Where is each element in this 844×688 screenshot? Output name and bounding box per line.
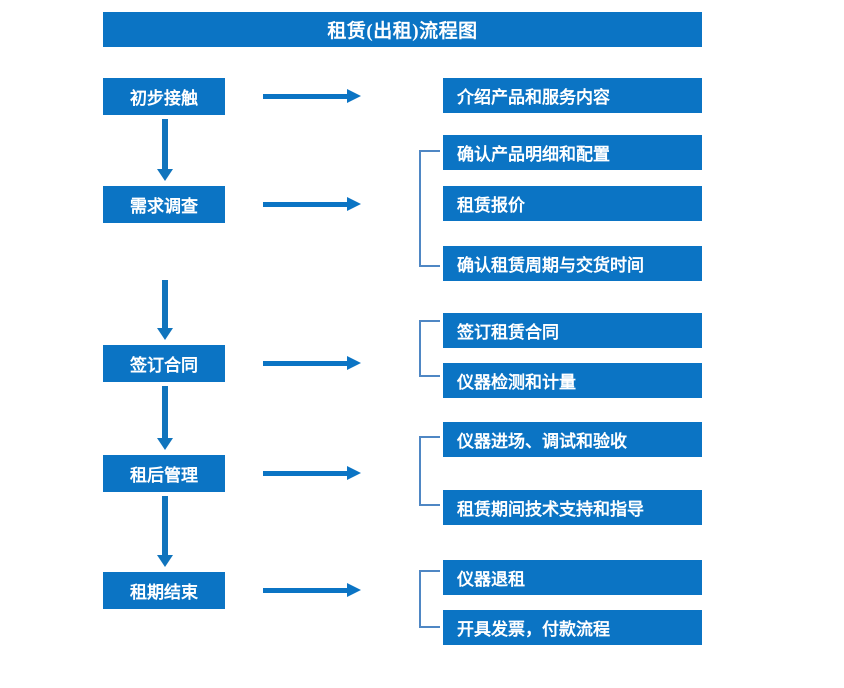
link-arrow-right-5 [263, 583, 363, 597]
flow-arrow-down-4 [157, 496, 173, 567]
detail-node-6[interactable]: 仪器检测和计量 [443, 363, 702, 398]
flow-arrow-down-2 [157, 280, 173, 340]
detail-node-3[interactable]: 租赁报价 [443, 186, 702, 221]
detail-node-1[interactable]: 介绍产品和服务内容 [443, 78, 702, 113]
detail-node-5[interactable]: 签订租赁合同 [443, 313, 702, 348]
stage-node-2[interactable]: 需求调查 [103, 186, 225, 223]
group-bracket-2 [419, 320, 440, 377]
link-arrow-right-1 [263, 89, 363, 103]
page-title: 租赁(出租)流程图 [103, 12, 702, 47]
link-arrow-right-3 [263, 356, 363, 370]
group-bracket-4 [419, 570, 440, 628]
detail-node-2[interactable]: 确认产品明细和配置 [443, 135, 702, 170]
group-bracket-1 [419, 150, 440, 267]
detail-node-9[interactable]: 仪器退租 [443, 560, 702, 595]
flow-arrow-down-3 [157, 386, 173, 450]
flow-arrow-down-1 [157, 119, 173, 181]
link-arrow-right-4 [263, 466, 363, 480]
stage-node-1[interactable]: 初步接触 [103, 78, 225, 115]
detail-node-4[interactable]: 确认租赁周期与交货时间 [443, 246, 702, 281]
stage-node-5[interactable]: 租期结束 [103, 572, 225, 609]
detail-node-10[interactable]: 开具发票，付款流程 [443, 610, 702, 645]
detail-node-7[interactable]: 仪器进场、调试和验收 [443, 422, 702, 457]
detail-node-8[interactable]: 租赁期间技术支持和指导 [443, 490, 702, 525]
group-bracket-3 [419, 436, 440, 506]
link-arrow-right-2 [263, 197, 363, 211]
stage-node-3[interactable]: 签订合同 [103, 345, 225, 382]
stage-node-4[interactable]: 租后管理 [103, 455, 225, 492]
